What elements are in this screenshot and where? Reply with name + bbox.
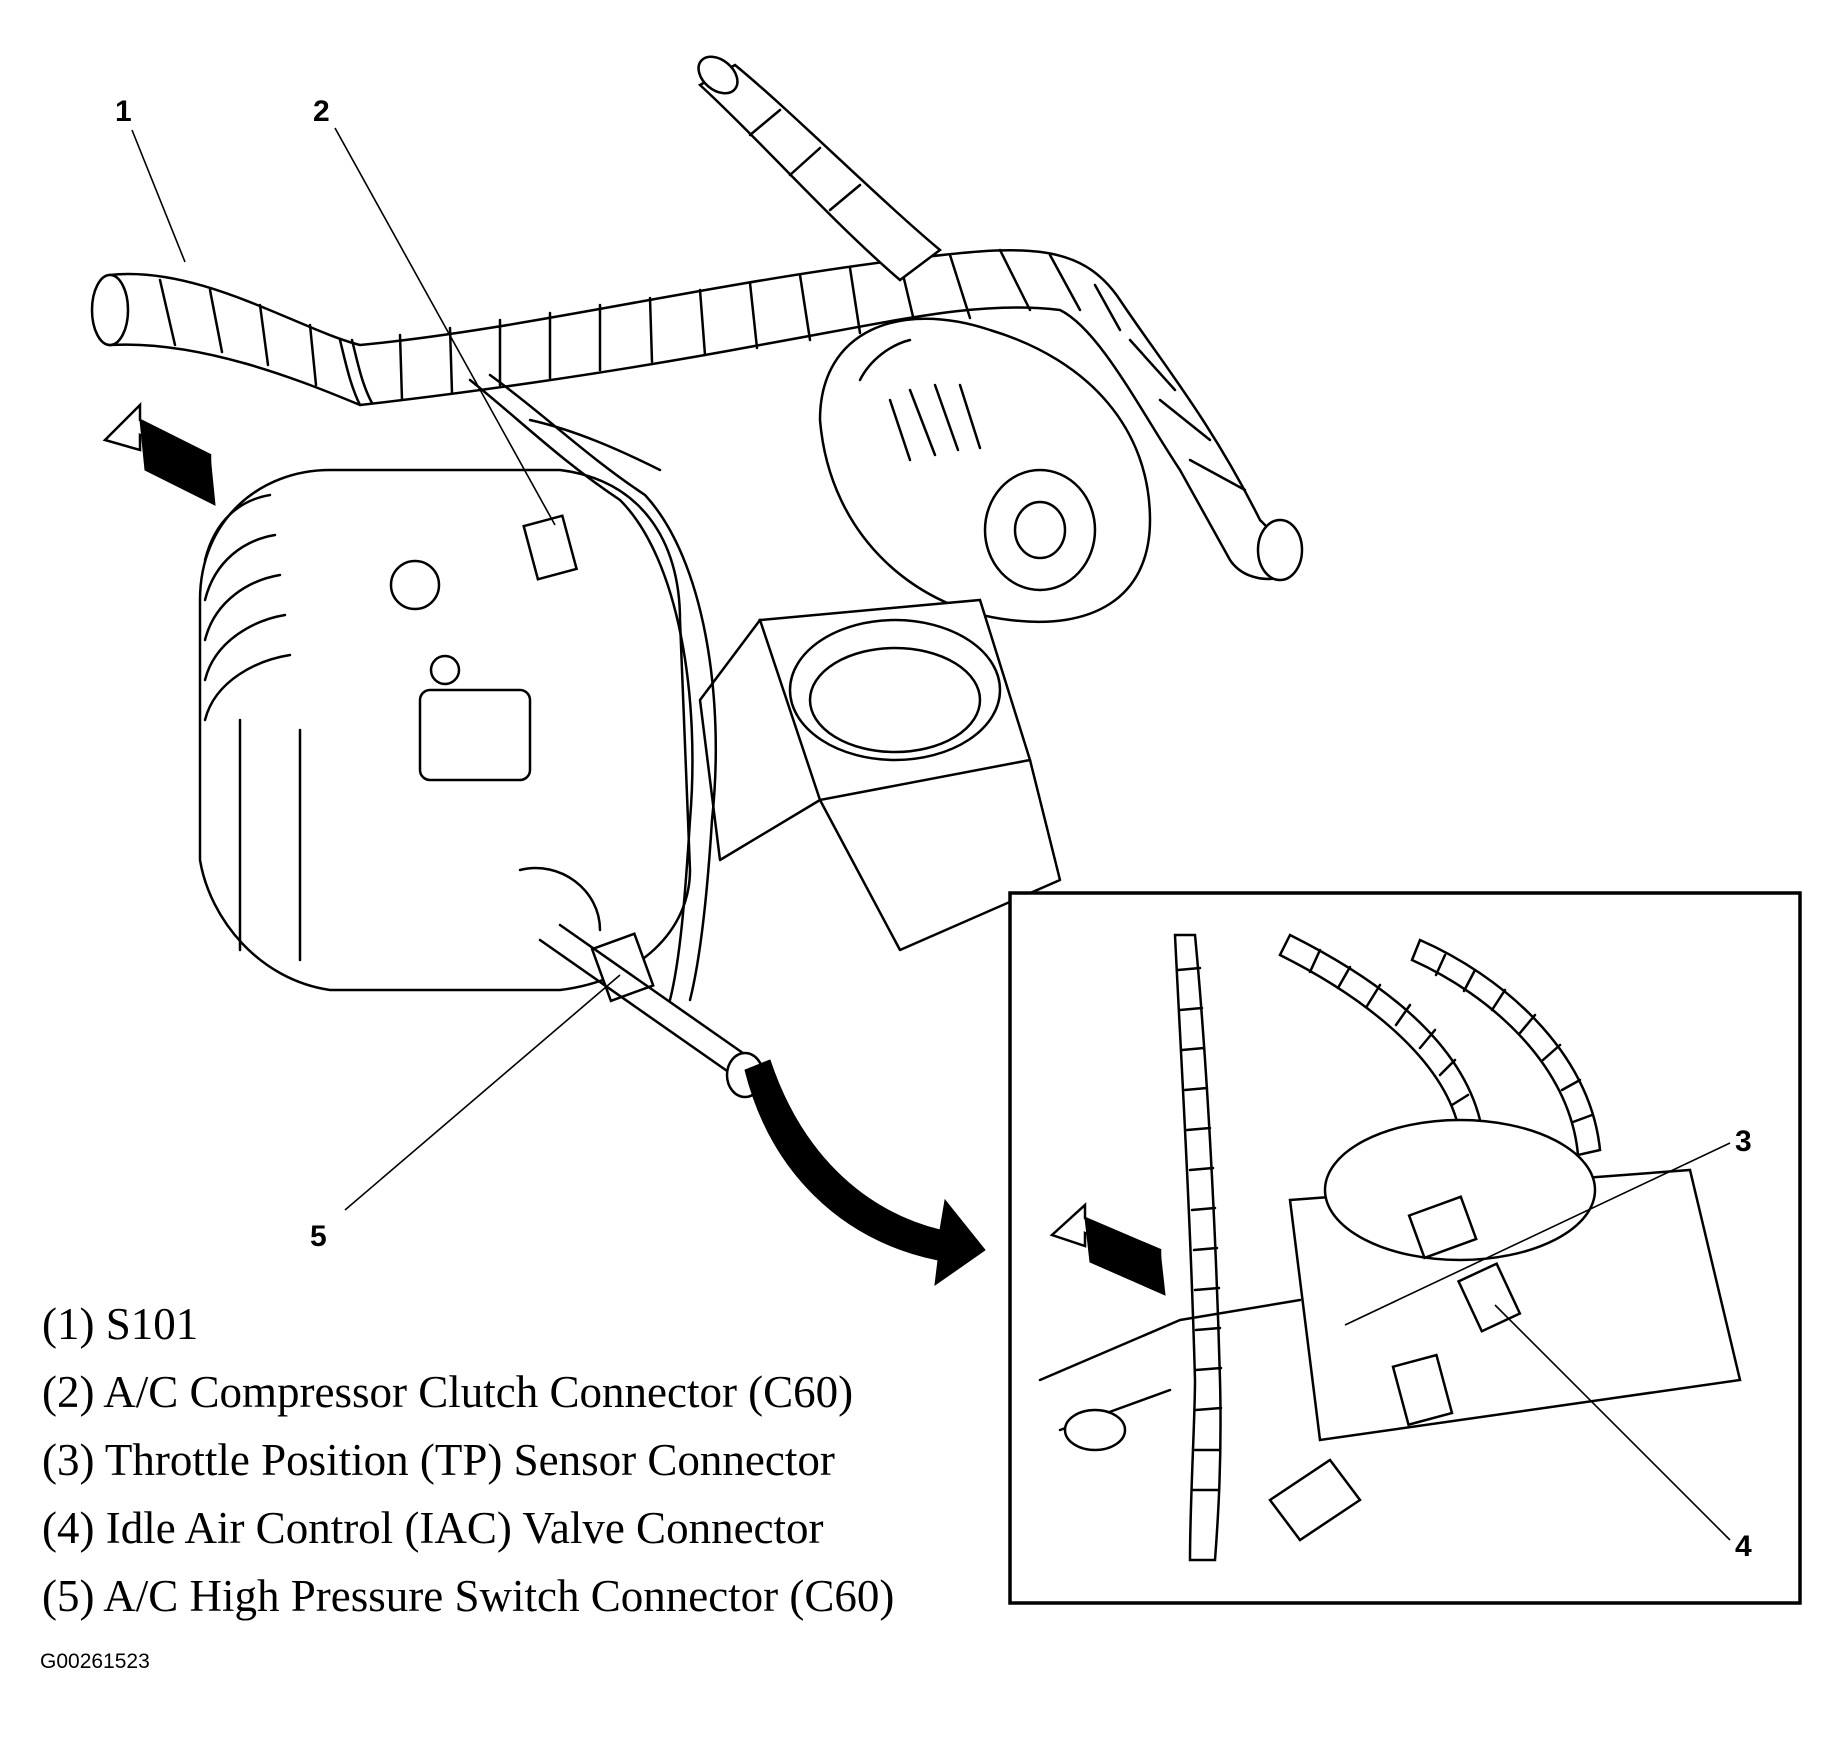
legend-item: (5) A/C High Pressure Switch Connector (… — [42, 1571, 895, 1621]
callout-4: 4 — [1735, 1530, 1752, 1563]
ac-compressor — [198, 468, 692, 992]
direction-arrow-main-icon — [102, 401, 216, 506]
curved-arrow-icon — [744, 1059, 986, 1287]
legend-item: (2) A/C Compressor Clutch Connector (C60… — [42, 1367, 854, 1417]
wiring-harness-main — [90, 248, 1304, 582]
throttle-body — [698, 598, 1062, 952]
legend-item: (4) Idle Air Control (IAC) Valve Connect… — [42, 1503, 824, 1553]
direction-arrow-inset-icon — [1049, 1202, 1166, 1296]
alternator — [818, 317, 1152, 624]
legend: (1) S101 (2) A/C Compressor Clutch Conne… — [42, 1290, 894, 1630]
inset-detail — [1008, 891, 1802, 1605]
callout-1: 1 — [115, 95, 132, 128]
figure-id: G00261523 — [40, 1650, 150, 1673]
leader-lines — [131, 127, 621, 1211]
callout-5: 5 — [310, 1220, 327, 1253]
connector-harness-center — [468, 373, 765, 1099]
callout-3: 3 — [1735, 1125, 1752, 1158]
callout-2: 2 — [313, 95, 330, 128]
legend-item: (3) Throttle Position (TP) Sensor Connec… — [42, 1435, 835, 1485]
upper-hose — [697, 55, 943, 282]
legend-item: (1) S101 — [42, 1299, 199, 1349]
